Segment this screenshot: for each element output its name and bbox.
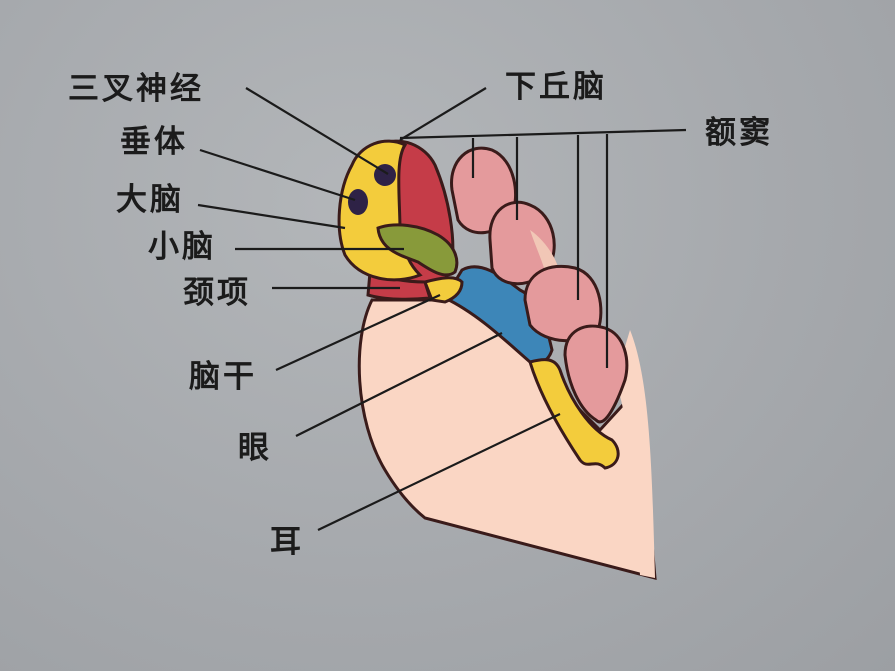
cerebellum-zone — [376, 223, 459, 277]
trigeminal-dot — [348, 189, 368, 215]
toe-3 — [488, 200, 556, 286]
label-cerebellum: 小脑 — [148, 229, 216, 265]
label-cerebrum: 大脑 — [116, 182, 184, 218]
label-brainstem: 脑干 — [189, 359, 257, 395]
label-trigeminal: 三叉神经 — [68, 71, 204, 107]
ear-zone — [528, 358, 620, 470]
toe-5 — [563, 324, 629, 424]
label-ear: 耳 — [270, 524, 304, 560]
label-eye: 眼 — [238, 430, 272, 466]
label-frontal-sinus: 额窦 — [705, 115, 773, 151]
toe-4 — [523, 264, 603, 343]
leader-lines — [197, 87, 687, 531]
label-hypothalamus: 下丘脑 — [505, 69, 607, 105]
label-pituitary: 垂体 — [120, 124, 188, 160]
brainstem-zone — [422, 276, 464, 304]
label-neck: 颈项 — [183, 275, 251, 311]
